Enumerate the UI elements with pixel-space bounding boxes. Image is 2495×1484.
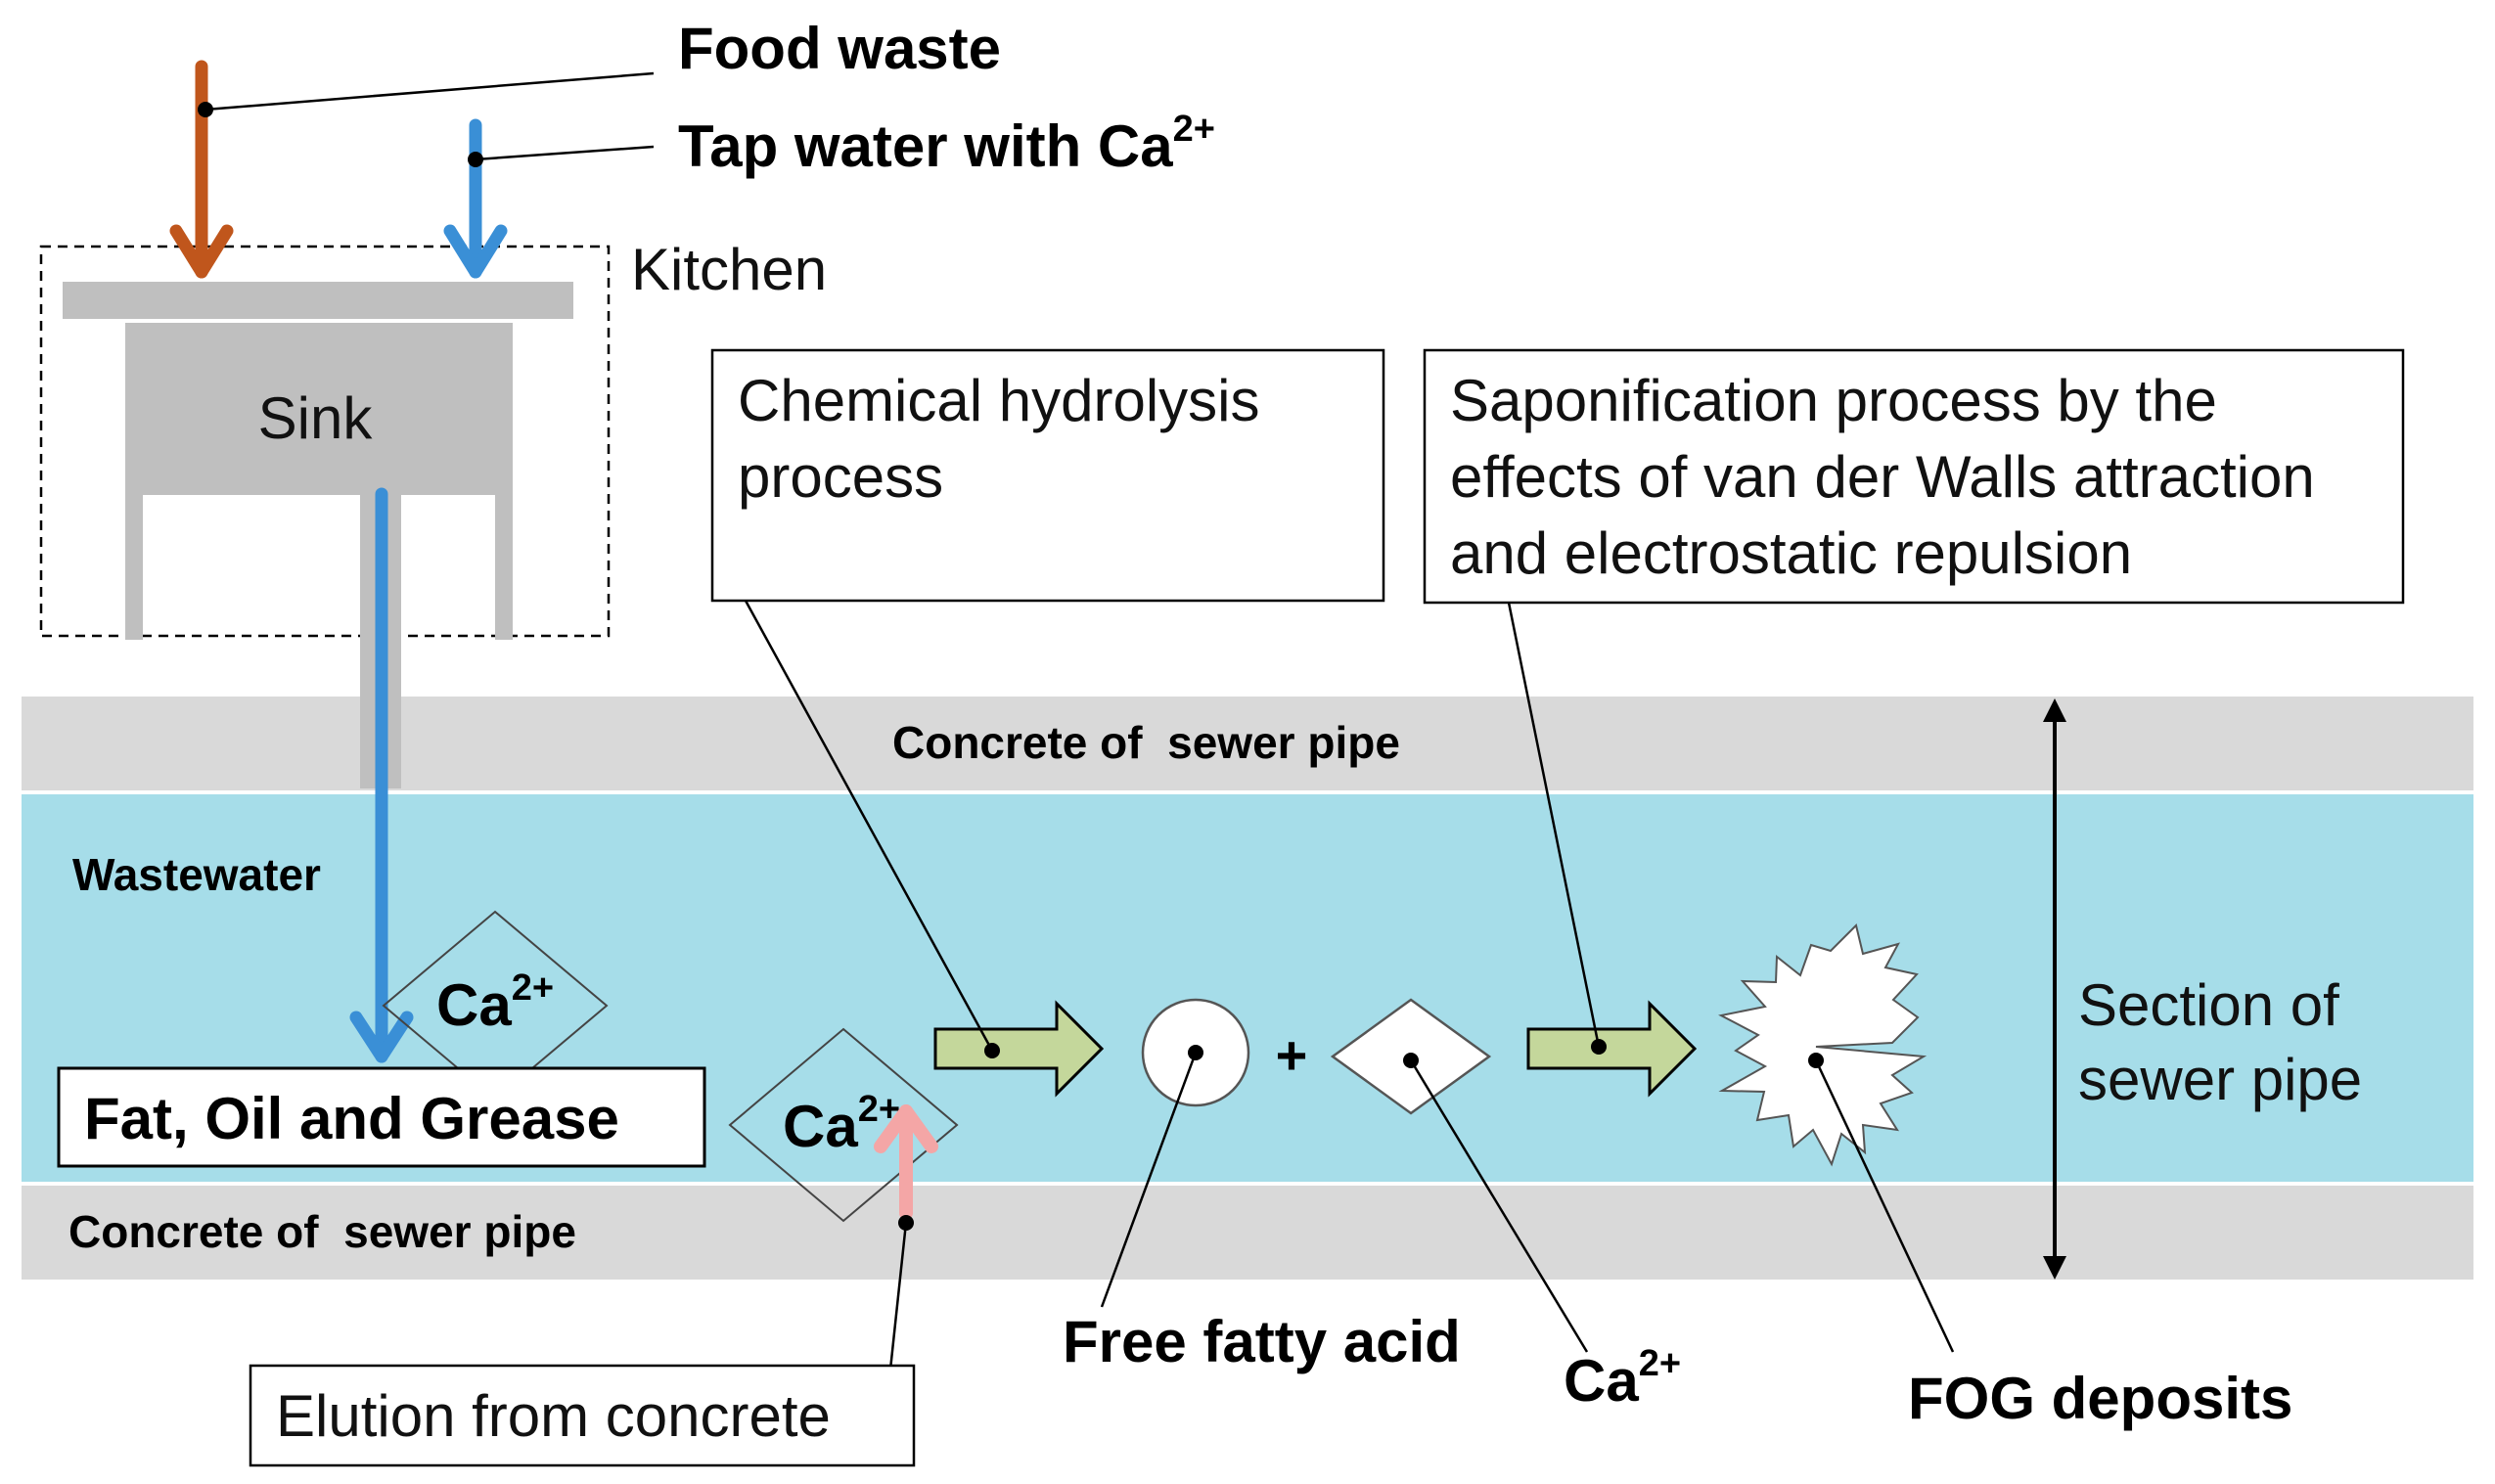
ca-label-2: Ca2+: [783, 1089, 900, 1159]
process-arrow-2: [1526, 1000, 1698, 1098]
process-arrow-1: [933, 1000, 1105, 1098]
elution-box: [249, 1364, 916, 1467]
free-fatty-acid-label: Free fatty acid: [1063, 1309, 1461, 1374]
saponification-line1: Saponification process by the: [1450, 368, 2217, 433]
elution-arrow: [874, 1104, 938, 1220]
fog-deposit-starburst: [1718, 923, 1928, 1167]
saponification-box: [1423, 348, 2405, 605]
fog-box: [57, 1066, 706, 1168]
sink-basin: [125, 323, 513, 495]
chemical-hydrolysis-line2: process: [738, 444, 943, 510]
plus-sign: +: [1276, 1024, 1308, 1086]
kitchen-box: [39, 245, 611, 638]
sink-leg-left: [125, 495, 143, 640]
section-label-line1: Section of: [2078, 972, 2339, 1038]
sink-leg-right: [495, 495, 513, 640]
food-waste-arrow: [169, 60, 234, 279]
section-label-line2: sewer pipe: [2078, 1047, 2362, 1112]
saponification-line3: and electrostatic repulsion: [1450, 520, 2132, 586]
elution-label: Elution from concrete: [276, 1383, 831, 1449]
wastewater-arrow: [349, 487, 414, 1063]
fog-deposits-label: FOG deposits: [1908, 1366, 2292, 1431]
tap-water-arrow: [443, 118, 508, 279]
ca-label-bottom: Ca2+: [1564, 1343, 1681, 1414]
chemical-hydrolysis-line1: Chemical hydrolysis: [738, 368, 1260, 433]
ca-diamond-2: [728, 1027, 959, 1223]
fog-box-label: Fat, Oil and Grease: [84, 1086, 619, 1151]
saponification-line2: effects of van der Walls attraction: [1450, 444, 2315, 510]
food-waste-label: Food waste: [678, 16, 1001, 81]
concrete-bottom-label: Concrete of sewer pipe: [68, 1206, 576, 1257]
kitchen-label: Kitchen: [631, 237, 827, 302]
tap-water-label: Tap water with Ca2+: [678, 109, 1215, 179]
sink-counter: [63, 282, 573, 319]
wastewater-label: Wastewater: [72, 849, 321, 900]
sink-label: Sink: [258, 385, 374, 451]
concrete-top-label: Concrete of sewer pipe: [892, 717, 1400, 768]
ca-label-1: Ca2+: [436, 967, 554, 1038]
chemical-hydrolysis-box: [710, 348, 1385, 603]
